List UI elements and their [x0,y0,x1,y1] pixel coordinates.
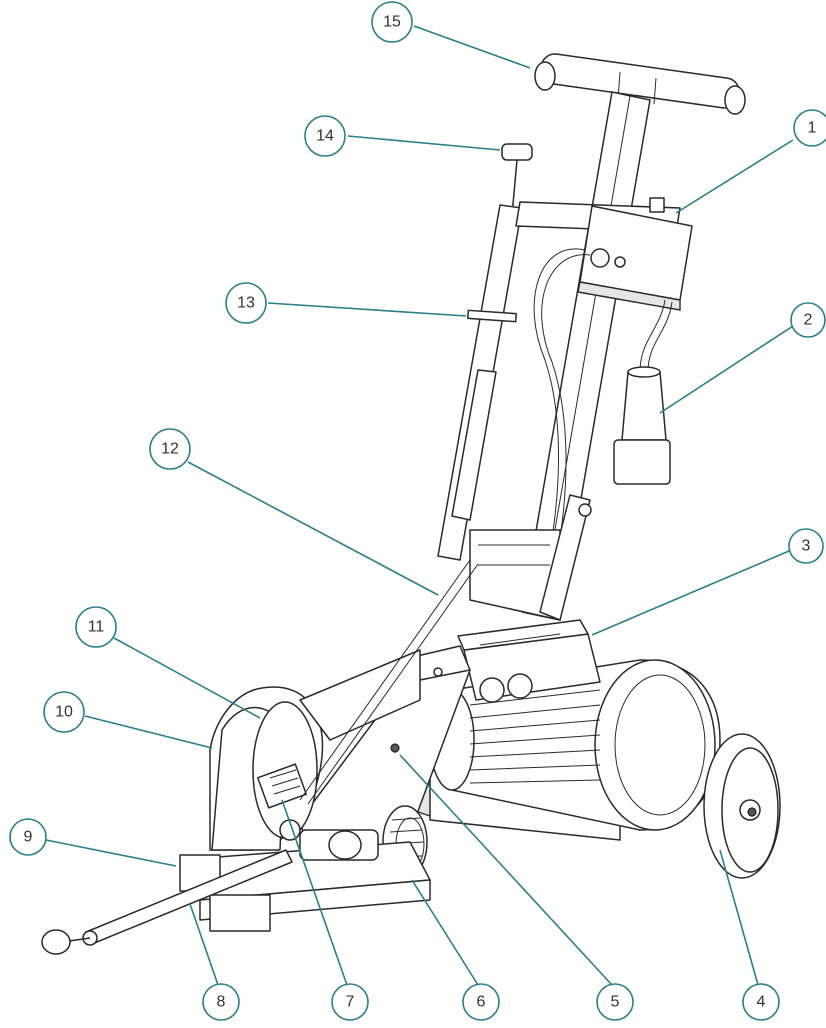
handle-bar [534,53,746,115]
callout-8-label: 8 [217,994,226,1011]
callout-11: 11 [75,606,117,648]
power-plug [613,366,671,485]
callout-14-label: 14 [316,128,334,145]
callout-2: 2 [790,302,826,338]
callout-13-label: 13 [237,295,255,312]
switch-box [515,197,693,311]
leader-11 [113,637,261,719]
leader-4 [719,849,759,986]
callout-12-label: 12 [161,441,179,458]
electric-motor [404,619,721,841]
callout-15-label: 15 [383,14,401,31]
callout-13: 13 [225,282,267,324]
blade-guard [209,649,421,851]
callout-5-label: 5 [611,994,620,1011]
leader-13 [267,302,467,317]
callout-9-label: 9 [24,829,33,846]
callout-11-label: 11 [88,619,105,636]
leader-12 [187,461,439,596]
callout-7: 7 [331,983,369,1021]
callout-6-label: 6 [477,994,486,1011]
callout-9: 9 [9,818,47,856]
callout-7-label: 7 [346,994,355,1011]
callout-8: 8 [202,983,240,1021]
callout-4-label: 4 [757,994,766,1011]
leader-7 [281,799,348,986]
callout-15: 15 [371,1,413,43]
rear-wheel [703,733,781,879]
leader-1 [675,139,794,214]
adjustment-rod [437,143,533,561]
leader-lines [45,25,797,986]
power-cable [533,248,673,561]
callout-3-label: 3 [802,538,811,555]
base-frame [179,829,431,932]
callout-6: 6 [462,983,500,1021]
callout-1-label: 1 [808,120,817,137]
leader-10 [84,715,213,749]
leader-3 [591,547,797,636]
callout-14: 14 [304,115,346,157]
callout-12: 12 [149,428,191,470]
callout-1: 1 [793,109,826,147]
leader-8 [189,903,219,986]
callout-2-label: 2 [804,312,813,329]
callout-10-label: 10 [55,704,73,721]
leader-6 [411,879,479,986]
leader-2 [659,323,797,414]
depth-scale [256,559,479,841]
guide-pole [41,849,293,955]
machine-illustration [41,53,781,955]
leader-15 [413,25,531,69]
callout-3: 3 [788,528,824,564]
callout-4: 4 [742,983,780,1021]
callout-10: 10 [43,691,85,733]
leader-5 [399,754,613,986]
callout-5: 5 [596,983,634,1021]
callouts: 1 2 3 4 5 6 7 8 [9,1,826,1021]
leader-14 [347,135,501,151]
leader-9 [45,839,177,867]
lower-frame [469,494,592,621]
